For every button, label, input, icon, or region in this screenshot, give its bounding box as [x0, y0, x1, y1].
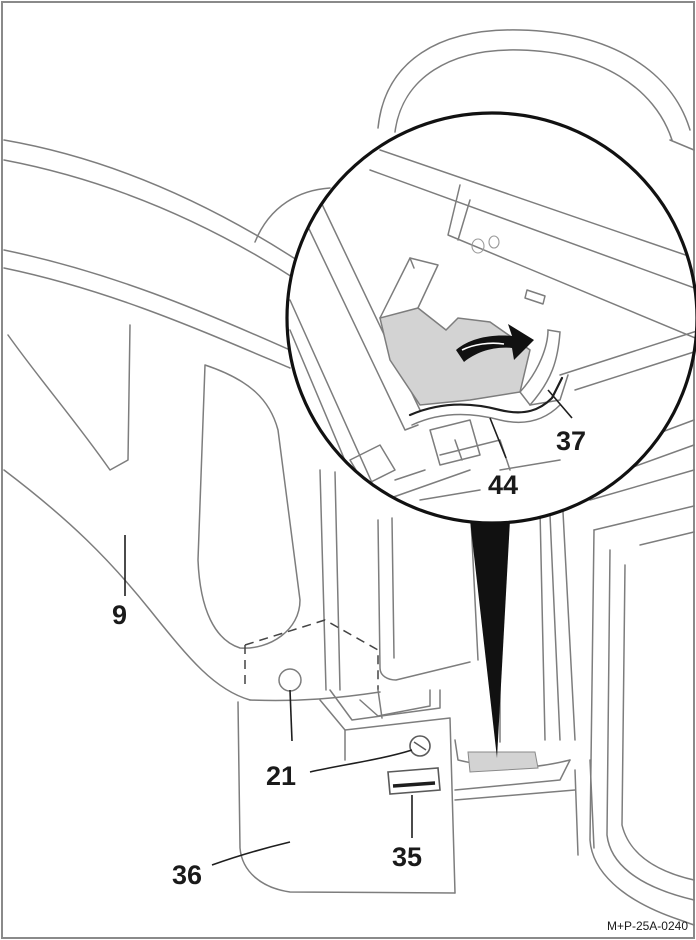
release-slot — [387, 767, 441, 795]
fastening-screw — [409, 735, 431, 757]
callout-9: 9 — [112, 600, 127, 630]
locking-slot-highlight — [467, 751, 539, 773]
leader-line-36 — [211, 841, 291, 866]
panel-mounting-hole — [278, 668, 302, 692]
leader-line-21-panel — [289, 689, 293, 742]
callout-44: 44 — [488, 470, 518, 500]
cover-housing — [237, 689, 595, 894]
detail-magnifier — [285, 111, 696, 525]
locking-tongue — [519, 329, 561, 407]
leader-line-37 — [547, 389, 573, 419]
callout-21: 21 — [266, 761, 296, 791]
leader-line-21 — [309, 749, 413, 773]
side-control-panel — [589, 469, 695, 926]
callout-36: 36 — [172, 860, 202, 890]
callout-37: 37 — [556, 426, 586, 456]
side-trim-panel — [3, 139, 381, 702]
detail-pointer — [470, 520, 510, 758]
latch-plate — [379, 307, 531, 406]
callout-35: 35 — [392, 842, 422, 872]
release-cable — [408, 376, 564, 417]
leader-line-44 — [489, 417, 507, 459]
figure-reference-code: M+P-25A-0240 — [607, 919, 688, 933]
hidden-outline — [244, 619, 379, 690]
